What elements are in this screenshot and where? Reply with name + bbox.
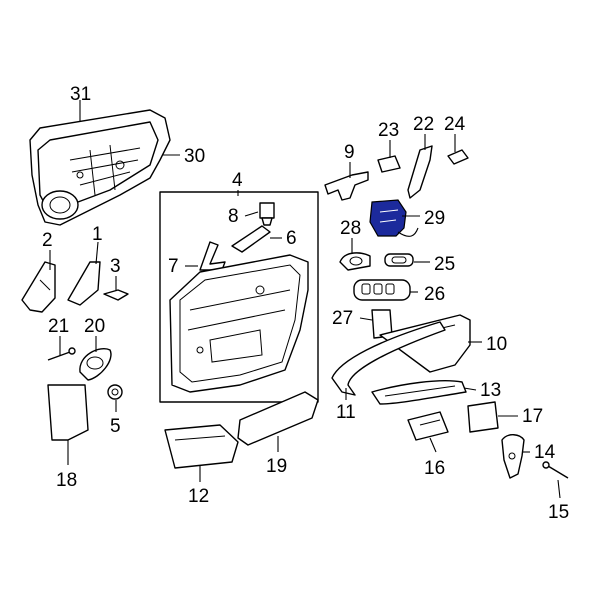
part-18-panel[interactable] bbox=[47, 384, 89, 441]
part-13-armrest[interactable] bbox=[371, 380, 467, 405]
callout-17: 17 bbox=[522, 406, 543, 427]
callout-1: 1 bbox=[92, 224, 103, 245]
callout-15: 15 bbox=[548, 502, 569, 523]
callout-21: 21 bbox=[48, 316, 69, 337]
callout-16: 16 bbox=[424, 458, 445, 479]
door-frame-part[interactable] bbox=[29, 109, 171, 226]
callout-13: 13 bbox=[480, 380, 501, 401]
callout-22: 22 bbox=[413, 114, 434, 135]
callout-labels: 31 30 4 8 6 7 2 1 3 21 20 5 18 12 19 9 2… bbox=[42, 84, 569, 523]
part-23-clip[interactable] bbox=[377, 155, 401, 173]
callout-18: 18 bbox=[56, 470, 77, 491]
part-29-lock-actuator[interactable] bbox=[369, 199, 419, 237]
part-21-screw[interactable] bbox=[47, 347, 76, 361]
part-12-map-pocket[interactable] bbox=[164, 424, 239, 469]
leader-lines bbox=[49, 100, 561, 499]
callout-6: 6 bbox=[286, 228, 297, 249]
callout-7: 7 bbox=[168, 256, 179, 277]
callout-11: 11 bbox=[336, 402, 356, 423]
callout-3: 3 bbox=[110, 256, 121, 277]
callout-23: 23 bbox=[378, 120, 399, 141]
part-24-push-pin[interactable] bbox=[447, 149, 469, 165]
callout-19: 19 bbox=[266, 456, 287, 477]
callout-14: 14 bbox=[534, 442, 556, 463]
callout-10: 10 bbox=[486, 334, 507, 355]
callout-27: 27 bbox=[332, 308, 353, 329]
part-20-handle-bezel[interactable] bbox=[79, 348, 112, 381]
part-19-insert-panel[interactable] bbox=[237, 391, 319, 446]
part-3-clip[interactable] bbox=[103, 289, 129, 301]
part-28-handle[interactable] bbox=[339, 252, 371, 271]
part-25-switch[interactable] bbox=[384, 253, 414, 267]
part-11-armrest-trim[interactable] bbox=[331, 321, 446, 396]
callout-2: 2 bbox=[42, 230, 53, 251]
part-16-bracket[interactable] bbox=[407, 411, 449, 441]
door-panel[interactable] bbox=[169, 254, 309, 393]
part-1-trim[interactable] bbox=[67, 261, 101, 306]
callout-5: 5 bbox=[110, 416, 121, 437]
callout-24: 24 bbox=[444, 114, 466, 135]
callout-26: 26 bbox=[424, 284, 445, 305]
callout-25: 25 bbox=[434, 254, 455, 275]
callout-20: 20 bbox=[84, 316, 105, 337]
callout-12: 12 bbox=[188, 486, 209, 507]
part-9-bracket[interactable] bbox=[324, 171, 369, 201]
part-15-screw[interactable] bbox=[542, 461, 569, 479]
callout-28: 28 bbox=[340, 218, 361, 239]
callout-31: 31 bbox=[70, 84, 91, 105]
part-5-clip[interactable] bbox=[107, 384, 123, 400]
callout-8: 8 bbox=[228, 206, 239, 227]
callout-9: 9 bbox=[344, 142, 355, 163]
part-22-trim[interactable] bbox=[407, 145, 433, 199]
callout-4: 4 bbox=[232, 170, 243, 191]
part-8-clip[interactable] bbox=[259, 202, 275, 226]
part-17-cover[interactable] bbox=[467, 401, 499, 433]
callout-29: 29 bbox=[424, 208, 445, 229]
part-6-trim-strip[interactable] bbox=[231, 225, 271, 253]
part-2-bracket[interactable] bbox=[21, 261, 56, 313]
part-26-window-switch[interactable] bbox=[353, 279, 411, 301]
callout-30: 30 bbox=[184, 146, 205, 167]
part-14-bracket[interactable] bbox=[501, 434, 525, 479]
